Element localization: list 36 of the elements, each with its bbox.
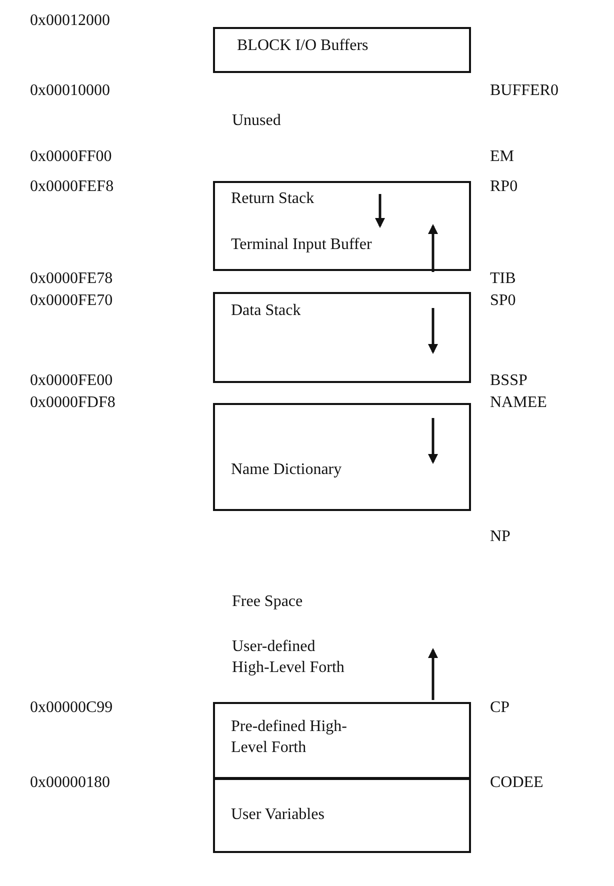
region-label: Free Space bbox=[232, 592, 303, 612]
region-label: User Variables bbox=[231, 805, 324, 825]
pointer-label: BSSP bbox=[490, 371, 528, 391]
memory-region-box bbox=[213, 292, 471, 383]
memory-region-box bbox=[213, 777, 471, 853]
region-label: Name Dictionary bbox=[231, 460, 342, 480]
address-label: 0x0000FE78 bbox=[30, 269, 113, 289]
address-label: 0x0000FF00 bbox=[30, 147, 112, 167]
memory-region-box bbox=[213, 181, 471, 271]
pointer-label: CODEE bbox=[490, 773, 544, 793]
pointer-label: EM bbox=[490, 147, 514, 167]
memory-region-box bbox=[213, 27, 471, 73]
region-label: Pre-defined High-Level Forth bbox=[231, 717, 348, 758]
pointer-label: BUFFER0 bbox=[490, 81, 558, 101]
address-label: 0x00000180 bbox=[30, 773, 110, 793]
address-label: 0x0000FE70 bbox=[30, 291, 113, 311]
region-label: Terminal Input Buffer bbox=[231, 235, 372, 255]
address-label: 0x00000C99 bbox=[30, 698, 113, 718]
memory-region-box bbox=[213, 702, 471, 779]
pointer-label: SP0 bbox=[490, 291, 516, 311]
address-label: 0x00010000 bbox=[30, 81, 110, 101]
address-label: 0x0000FE00 bbox=[30, 371, 113, 391]
pointer-label: CP bbox=[490, 698, 510, 718]
region-label: Return Stack bbox=[231, 189, 314, 209]
region-label: Unused bbox=[232, 111, 281, 131]
pointer-label: NP bbox=[490, 527, 510, 547]
pointer-label: TIB bbox=[490, 269, 516, 289]
pointer-label: RP0 bbox=[490, 177, 518, 197]
pointer-label: NAMEE bbox=[490, 393, 547, 413]
address-label: 0x00012000 bbox=[30, 11, 110, 31]
region-label: Data Stack bbox=[231, 301, 301, 321]
region-label: User-defined High-Level Forth bbox=[232, 637, 346, 678]
memory-region-box bbox=[213, 403, 471, 511]
address-label: 0x0000FEF8 bbox=[30, 177, 114, 197]
address-label: 0x0000FDF8 bbox=[30, 393, 116, 413]
region-label: BLOCK I/O Buffers bbox=[237, 36, 368, 56]
